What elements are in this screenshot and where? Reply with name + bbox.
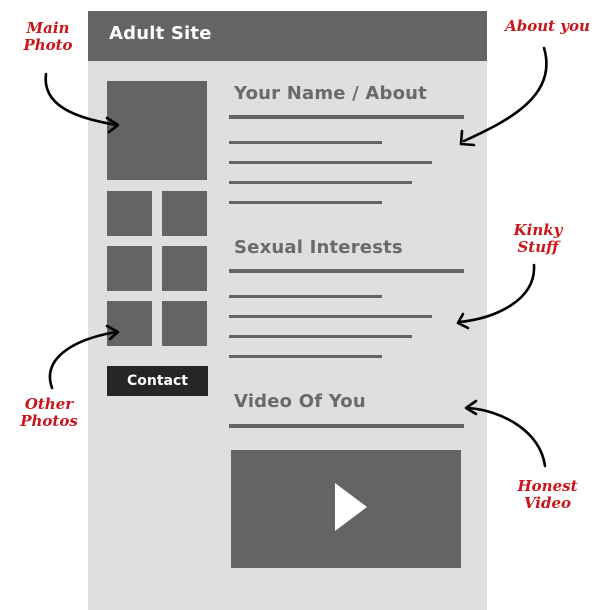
text-placeholder-line [229, 355, 382, 358]
other-photos-arrow [48, 330, 118, 390]
thumbnail-photo[interactable] [107, 301, 152, 346]
thumbnail-photo[interactable] [162, 191, 207, 236]
thumbnail-photo[interactable] [107, 191, 152, 236]
about-heading: Your Name / About [234, 83, 427, 104]
about-you-arrowhead [459, 129, 476, 147]
text-placeholder-line [229, 315, 432, 318]
thumbnail-photo[interactable] [162, 246, 207, 291]
contact-button[interactable]: Contact [107, 366, 208, 396]
main-photo[interactable] [107, 81, 207, 180]
thumbnail-photo[interactable] [107, 246, 152, 291]
site-title: Adult Site [109, 23, 212, 44]
header-bar: Adult Site [88, 11, 487, 61]
kinky-stuff-arrow [458, 263, 536, 324]
thumbnail-photo[interactable] [162, 301, 207, 346]
main-photo-arrowhead [105, 116, 120, 134]
text-placeholder-line [229, 181, 412, 184]
about-you-arrow [462, 46, 548, 143]
section-divider [229, 269, 464, 273]
other-photos-arrowhead [105, 324, 120, 341]
annotation-about-you: About you [505, 17, 590, 35]
play-icon[interactable] [335, 483, 367, 531]
annotation-main-photo: Main Photo [23, 19, 73, 54]
section-divider [229, 115, 464, 119]
honest-video-arrowhead [464, 399, 478, 416]
video-heading: Video Of You [234, 391, 366, 412]
kinky-stuff-arrowhead [456, 312, 470, 330]
annotation-honest-video: Honest Video [517, 477, 578, 512]
honest-video-arrow [466, 406, 547, 468]
annotation-kinky-stuff: Kinky Stuff [513, 221, 563, 256]
text-placeholder-line [229, 201, 382, 204]
wireframe-page: Adult Site Contact Your Name / About Sex… [88, 11, 487, 610]
annotation-other-photos: Other Photos [20, 395, 78, 430]
main-photo-arrow [44, 72, 119, 127]
text-placeholder-line [229, 161, 432, 164]
interests-heading: Sexual Interests [234, 237, 403, 258]
text-placeholder-line [229, 141, 382, 144]
section-divider [229, 424, 464, 428]
text-placeholder-line [229, 295, 382, 298]
text-placeholder-line [229, 335, 412, 338]
